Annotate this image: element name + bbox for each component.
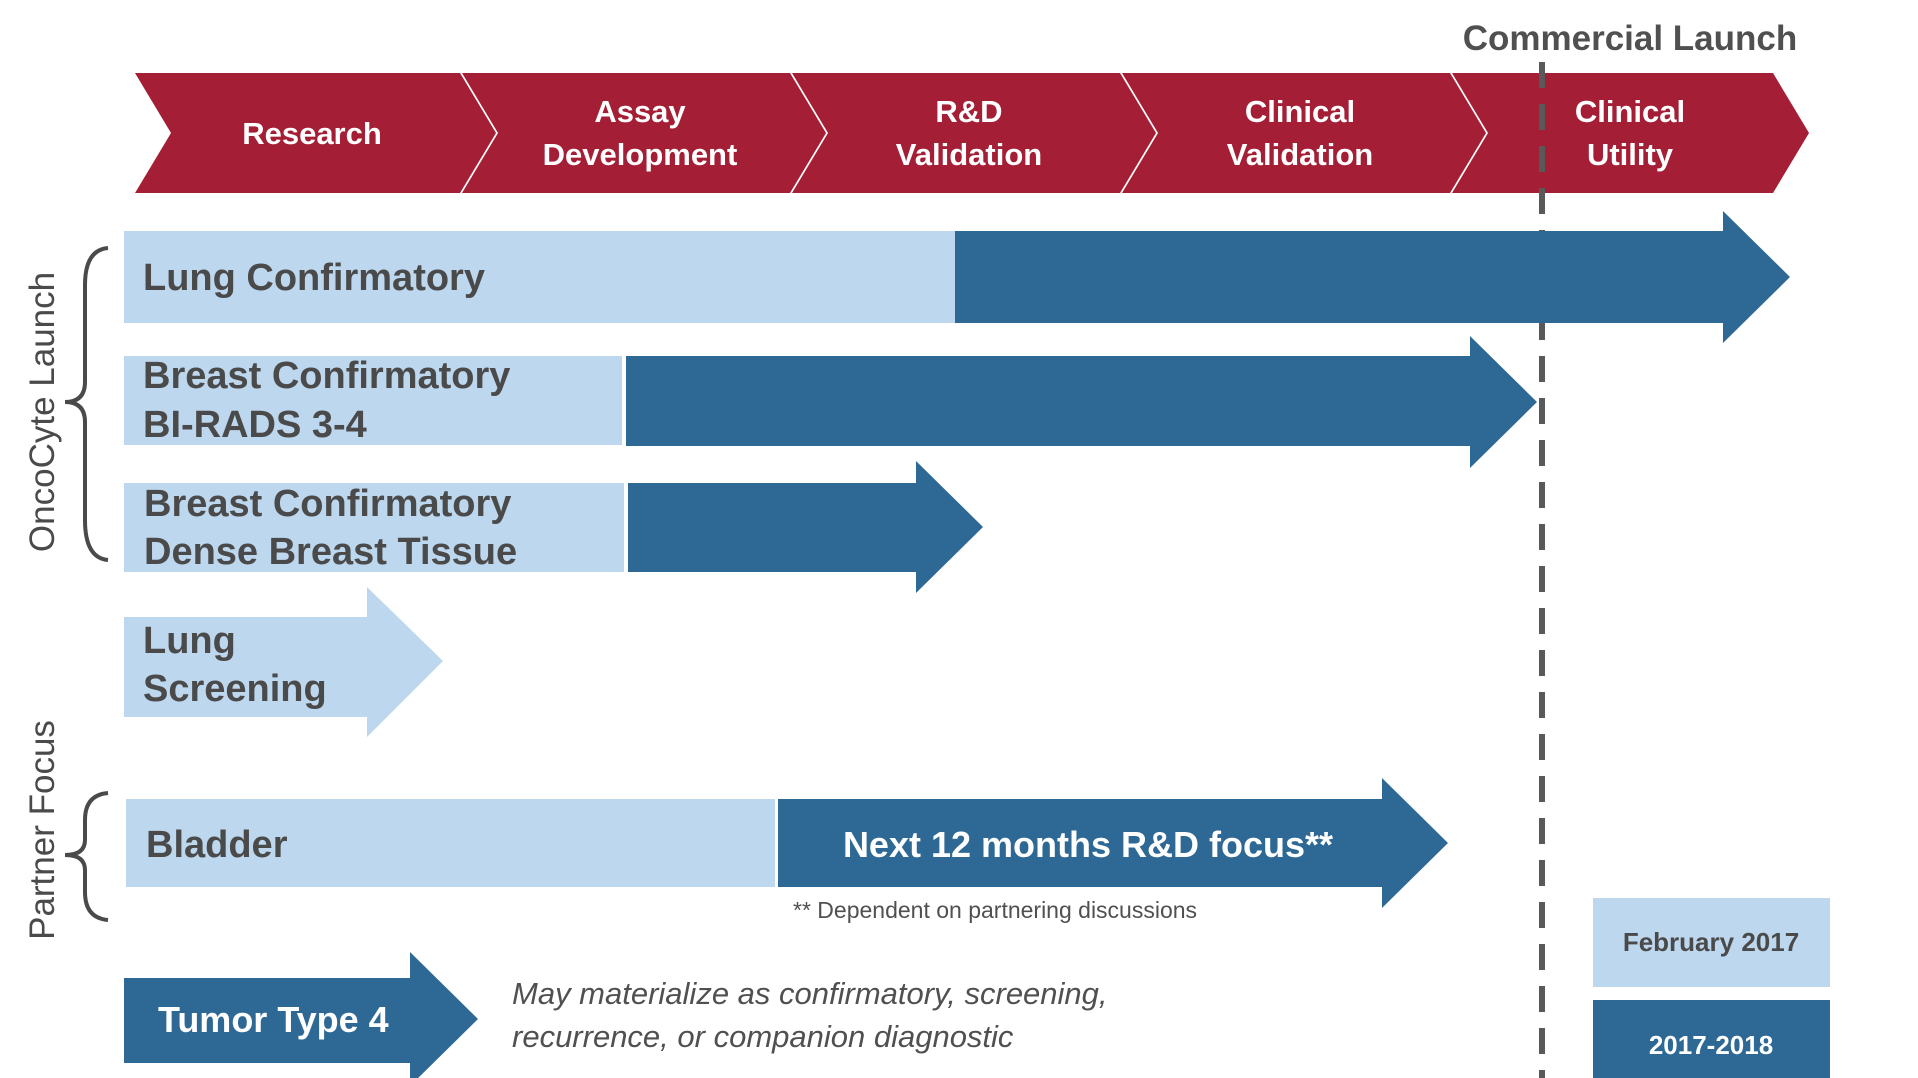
breast-birads-light-bar	[124, 356, 622, 445]
commercial-launch-label: Commercial Launch	[1463, 19, 1798, 58]
partner-focus-label: Partner Focus	[23, 720, 62, 940]
stage-clinical-validation-label-1: Clinical	[1245, 94, 1355, 129]
bladder-light-bar	[126, 799, 775, 887]
lung-screening-label-2: Screening	[143, 668, 327, 710]
stage-rd-validation-label-1: R&D	[935, 94, 1002, 129]
legend-dark-label: 2017-2018	[1649, 1030, 1773, 1060]
breast-dense-dark-arrow	[628, 461, 983, 593]
lung-screening-light-arrow	[124, 587, 443, 737]
stage-assay-development-label-1: Assay	[594, 94, 686, 129]
stage-research-label: Research	[242, 116, 382, 151]
breast-birads-dark-arrow	[626, 336, 1537, 468]
partnering-note: ** Dependent on partnering discussions	[793, 897, 1197, 923]
row-tumor-type-4: Tumor Type 4	[124, 952, 478, 1078]
stage-chevrons: Research Assay Development R&D Validatio…	[135, 73, 1809, 193]
row-lung-screening: Lung Screening	[124, 587, 443, 737]
breast-dense-label-2: Dense Breast Tissue	[144, 531, 517, 573]
tumor-type-4-dark-arrow	[124, 952, 478, 1078]
breast-birads-label-1: Breast Confirmatory	[143, 355, 510, 397]
bladder-arrow-label: Next 12 months R&D focus**	[843, 824, 1333, 865]
materialize-note-line-1: May materialize as confirmatory, screeni…	[512, 976, 1108, 1011]
bladder-dark-arrow	[778, 778, 1448, 908]
materialize-note-line-2: recurrence, or companion diagnostic	[512, 1019, 1014, 1054]
row-breast-dense: Breast Confirmatory Dense Breast Tissue	[124, 461, 983, 593]
legend-dark-swatch	[1593, 1000, 1830, 1078]
oncocyte-launch-bracket	[64, 246, 109, 562]
stage-clinical-utility-label-2: Utility	[1587, 137, 1674, 172]
tumor-type-4-label: Tumor Type 4	[158, 999, 389, 1040]
row-bladder: Bladder Next 12 months R&D focus**	[126, 778, 1448, 908]
partner-focus-bracket	[64, 791, 109, 922]
stage-rd-validation-chevron	[792, 73, 1156, 193]
stage-clinical-utility-label-1: Clinical	[1575, 94, 1685, 129]
stage-research-chevron	[135, 73, 496, 193]
stage-clinical-utility-chevron	[1452, 73, 1809, 193]
legend-light-label: February 2017	[1623, 927, 1799, 957]
breast-dense-light-bar	[124, 483, 624, 572]
breast-dense-label-1: Breast Confirmatory	[144, 483, 511, 525]
stage-assay-development-chevron	[462, 73, 826, 193]
lung-confirmatory-light-bar	[124, 231, 955, 323]
stage-rd-validation-label-2: Validation	[896, 137, 1042, 172]
row-breast-birads: Breast Confirmatory BI-RADS 3-4	[124, 336, 1537, 468]
legend-light-swatch	[1593, 898, 1830, 987]
stage-clinical-validation-chevron	[1122, 73, 1486, 193]
oncocyte-launch-label: OncoCyte Launch	[23, 272, 62, 552]
bladder-label: Bladder	[146, 824, 288, 866]
stage-clinical-validation-label-2: Validation	[1227, 137, 1373, 172]
lung-screening-label-1: Lung	[143, 620, 236, 662]
breast-birads-label-2: BI-RADS 3-4	[143, 404, 367, 446]
row-lung-confirmatory: Lung Confirmatory	[124, 211, 1790, 343]
legend: February 2017 2017-2018	[1593, 898, 1830, 1078]
stage-assay-development-label-2: Development	[543, 137, 738, 172]
lung-confirmatory-dark-arrow	[955, 211, 1790, 343]
lung-confirmatory-label: Lung Confirmatory	[143, 257, 485, 299]
